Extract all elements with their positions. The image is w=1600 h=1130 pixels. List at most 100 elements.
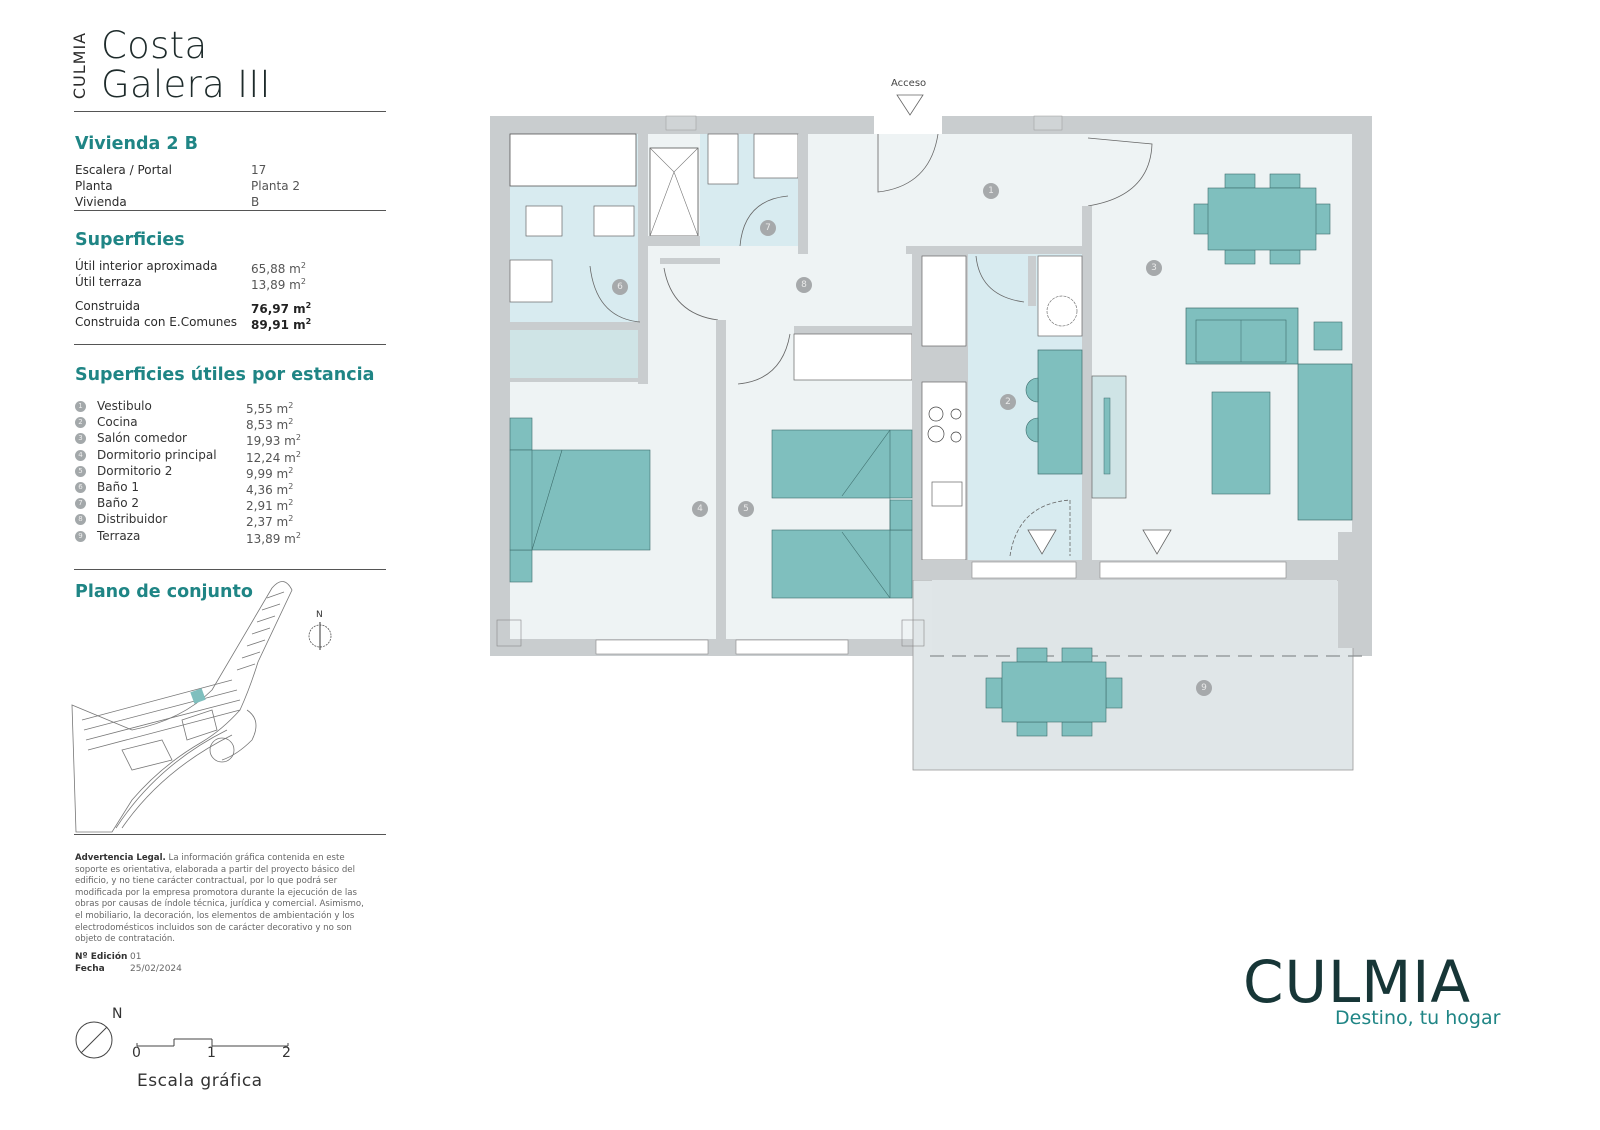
room-number-badge: 5 xyxy=(75,465,86,477)
room-badge-bano-2: 7 xyxy=(760,220,776,236)
scale-tick-1: 1 xyxy=(207,1045,216,1061)
room-area: 8,53 m2 xyxy=(246,414,293,433)
room-number-badge: 1 xyxy=(75,401,86,412)
room-name: Vestibulo xyxy=(97,399,152,413)
room-area: 13,89 m2 xyxy=(246,528,301,547)
room-number-badge: 6 xyxy=(75,481,86,493)
room-badge-terraza: 9 xyxy=(1196,680,1212,696)
side-table xyxy=(1313,321,1343,351)
room-name: Baño 1 xyxy=(97,479,139,494)
unit-sup: 2 xyxy=(305,317,312,326)
room-list-item: 2 Cocina 8,53 m2 xyxy=(75,414,385,433)
unit-sup: 2 xyxy=(288,481,294,491)
room-number: 9 xyxy=(78,531,83,540)
surface-value-num: 13,89 m xyxy=(251,278,301,292)
dining-table xyxy=(1193,173,1331,265)
single-beds xyxy=(771,429,913,599)
scale-caption: Escala gráfica xyxy=(137,1071,263,1091)
unit-sup: 2 xyxy=(288,417,294,427)
site-plan-drawing xyxy=(71,581,332,833)
room-number: 7 xyxy=(78,499,83,508)
fridge xyxy=(921,255,967,347)
room-number: 2 xyxy=(78,418,83,427)
room-list-item: 1 Vestibulo 5,55 m2 xyxy=(75,398,385,417)
kitchen-counter xyxy=(921,381,967,561)
room-number: 5 xyxy=(78,466,83,475)
room-name: Salón comedor xyxy=(97,431,187,446)
room-number: 3 xyxy=(78,434,83,443)
tagline: Destino, tu hogar xyxy=(1335,1007,1501,1029)
chaise-sofa xyxy=(1297,363,1353,521)
room-badge-dormitorio-principal: 4 xyxy=(692,501,708,517)
scale-tick-0: 0 xyxy=(132,1045,141,1061)
unit-sup: 2 xyxy=(295,530,301,540)
kitchen-island xyxy=(1037,349,1083,475)
surface-label: Útil terraza xyxy=(75,275,142,289)
double-bed xyxy=(509,417,651,583)
room-area-value: 5,55 m xyxy=(246,402,289,416)
legal-lead: Advertencia Legal. xyxy=(75,853,166,863)
room-badge-cocina: 2 xyxy=(1000,394,1016,410)
shower-tray xyxy=(649,147,699,237)
room-list-item: 3 Salón comedor 19,93 m2 xyxy=(75,430,385,449)
unit-row-label: Escalera / Portal xyxy=(75,163,172,177)
legal-notice: Advertencia Legal. La información gráfic… xyxy=(75,853,365,946)
project-title-line1: Costa xyxy=(101,24,208,67)
room-area: 5,55 m2 xyxy=(246,398,293,417)
divider xyxy=(74,834,386,835)
divider xyxy=(74,344,386,345)
surface-value-num: 89,91 m xyxy=(251,318,306,332)
room-area-value: 4,36 m xyxy=(246,482,289,497)
access-label: Acceso xyxy=(891,78,927,89)
unit-sup: 2 xyxy=(295,433,301,443)
surface-value: 76,97 m2 xyxy=(251,298,311,317)
room-badge-vestibulo: 1 xyxy=(983,183,999,199)
room-area: 19,93 m2 xyxy=(246,430,301,449)
surface-value: 65,88 m2 xyxy=(251,258,306,277)
unit-sup: 2 xyxy=(300,261,306,270)
room-number: 6 xyxy=(78,482,83,491)
room-area-value: 9,99 m xyxy=(246,466,289,481)
graphic-scale xyxy=(75,1021,289,1059)
divider xyxy=(74,569,386,570)
surface-value-num: 76,97 m xyxy=(251,302,306,316)
date-value: 25/02/2024 xyxy=(130,964,182,974)
culmia-logo: CULMIA xyxy=(1243,948,1472,1016)
room-number: 4 xyxy=(78,450,83,459)
surface-label: Útil interior aproximada xyxy=(75,259,218,273)
unit-title: Vivienda 2 B xyxy=(75,134,199,154)
unit-sup: 2 xyxy=(288,401,294,410)
room-badge-salon: 3 xyxy=(1146,260,1162,276)
cooktop-icon xyxy=(927,406,962,443)
surface-label: Construida xyxy=(75,299,141,313)
unit-sup: 2 xyxy=(295,449,301,459)
scale-tick-2: 2 xyxy=(282,1045,291,1061)
room-area-value: 12,24 m xyxy=(246,450,296,465)
room-area: 2,37 m2 xyxy=(246,511,293,530)
window-access-arrow-icon xyxy=(1142,529,1172,555)
room-name: Terraza xyxy=(97,528,141,543)
room-badge-distribuidor: 8 xyxy=(796,277,812,293)
surface-value: 13,89 m2 xyxy=(251,274,306,293)
room-name: Baño 2 xyxy=(97,496,139,511)
divider xyxy=(74,111,386,112)
site-plan-north-label: N xyxy=(316,610,323,620)
unit-row-label: Vivienda xyxy=(75,195,127,209)
legal-text: La información gráfica contenida en este… xyxy=(75,853,364,945)
room-name: Cocina xyxy=(97,415,138,430)
scale-north-label: N xyxy=(112,1006,123,1022)
room-area: 12,24 m2 xyxy=(246,447,301,466)
unit-sup: 2 xyxy=(300,277,306,286)
surface-value-num: 65,88 m xyxy=(251,262,301,276)
unit-sup: 2 xyxy=(305,301,312,310)
unit-row-label: Planta xyxy=(75,179,113,193)
highlighted-building xyxy=(190,688,206,704)
coffee-table xyxy=(1211,391,1271,495)
site-plan-title: Plano de conjunto xyxy=(75,582,253,602)
room-area-value: 19,93 m xyxy=(246,434,296,449)
